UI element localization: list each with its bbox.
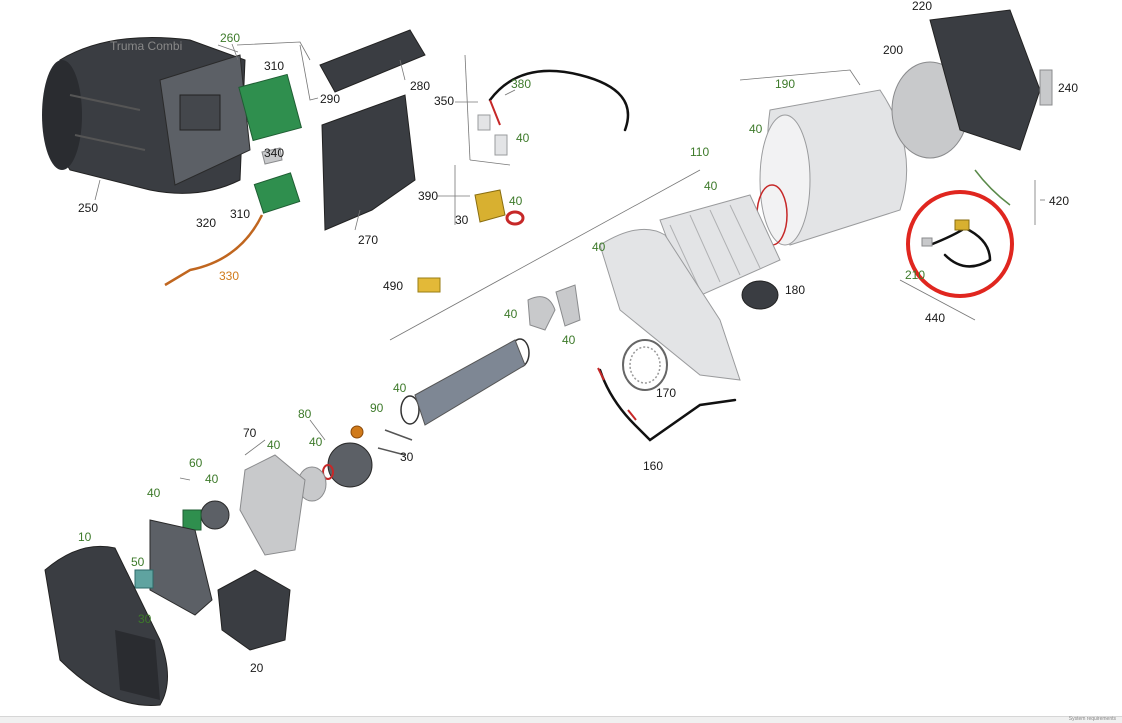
status-bar: System requirements xyxy=(0,716,1122,723)
part-180-motor xyxy=(741,280,779,310)
part-160-cable-harness xyxy=(598,368,737,442)
label-250: 250 xyxy=(78,201,98,215)
part-110-heat-exchanger xyxy=(599,194,781,381)
part-390-valve xyxy=(474,189,506,223)
label-40-110: 40 xyxy=(704,179,718,193)
label-40-nozzle: 40 xyxy=(504,307,518,321)
part-260-panel-frame xyxy=(159,54,251,186)
label-40-190: 40 xyxy=(749,122,763,136)
part-240-bracket xyxy=(1039,69,1053,106)
part-80-motor xyxy=(327,442,373,488)
label-440: 440 xyxy=(925,311,945,325)
part-40-bracket-mid xyxy=(555,284,581,327)
part-340-clip xyxy=(261,147,283,165)
label-380: 380 xyxy=(511,77,531,91)
label-30-90: 30 xyxy=(400,450,414,464)
label-180: 180 xyxy=(785,283,805,297)
label-40-mid1: 40 xyxy=(592,240,606,254)
label-190: 190 xyxy=(775,77,795,91)
part-40-nozzle xyxy=(527,296,556,331)
part-labels: 260 310 290 340 320 310 330 250 280 270 … xyxy=(78,0,1078,675)
label-40-60: 40 xyxy=(205,472,219,486)
label-40-70: 40 xyxy=(267,438,281,452)
label-350: 350 xyxy=(434,94,454,108)
label-340: 340 xyxy=(264,146,284,160)
label-160: 160 xyxy=(643,459,663,473)
label-30-50: 30 xyxy=(138,612,152,626)
status-text: System requirements xyxy=(1068,716,1116,722)
logo-text: Truma Combi xyxy=(110,39,182,53)
label-30-390: 30 xyxy=(455,213,469,227)
label-40-bracket: 40 xyxy=(562,333,576,347)
label-320: 320 xyxy=(196,216,216,230)
label-290: 290 xyxy=(320,92,340,106)
label-280: 280 xyxy=(410,79,430,93)
label-490: 490 xyxy=(383,279,403,293)
label-390: 390 xyxy=(418,189,438,203)
part-60-pcb xyxy=(182,509,202,531)
part-440-sensor-cable xyxy=(921,219,992,268)
highlight-circle xyxy=(906,190,1014,298)
part-330-cable xyxy=(164,214,264,287)
part-40-seal-80 xyxy=(322,464,334,480)
label-210: 210 xyxy=(905,268,925,282)
label-270: 270 xyxy=(358,233,378,247)
part-170-fan-wheel xyxy=(622,339,668,391)
part-70-cover-plate xyxy=(239,454,306,556)
part-90-screws xyxy=(377,429,413,456)
label-20: 20 xyxy=(250,661,264,675)
part-420-wire xyxy=(974,169,1011,206)
label-170: 170 xyxy=(656,386,676,400)
part-350-wiring xyxy=(477,69,630,156)
label-80: 80 xyxy=(298,407,312,421)
label-40-350: 40 xyxy=(516,131,530,145)
label-40-390: 40 xyxy=(509,194,523,208)
part-50-sensor xyxy=(134,569,154,589)
part-220-housing xyxy=(929,9,1041,151)
leader-lines xyxy=(94,41,1045,481)
label-260: 260 xyxy=(220,31,240,45)
label-310a: 310 xyxy=(264,59,284,73)
part-40-seal-tube-end xyxy=(400,395,420,425)
label-70: 70 xyxy=(243,426,257,440)
part-20-cover xyxy=(217,569,291,651)
label-220: 220 xyxy=(912,0,932,13)
label-240: 240 xyxy=(1058,81,1078,95)
label-40-frame: 40 xyxy=(147,486,161,500)
part-60-blower xyxy=(200,500,230,530)
label-40-tube: 40 xyxy=(393,381,407,395)
part-270-panel xyxy=(321,94,416,231)
part-320-pcb xyxy=(253,172,301,214)
label-310b: 310 xyxy=(230,207,250,221)
label-420: 420 xyxy=(1049,194,1069,208)
label-200: 200 xyxy=(883,43,903,57)
part-exhaust-tube xyxy=(414,339,526,426)
part-40-seal-390 xyxy=(505,210,525,226)
part-290-pcb xyxy=(238,73,303,142)
part-490-label xyxy=(417,277,441,293)
label-10: 10 xyxy=(78,530,92,544)
label-330: 330 xyxy=(219,269,239,283)
label-40-80: 40 xyxy=(309,435,323,449)
part-190-housing xyxy=(759,89,908,246)
part-40-housing-frame xyxy=(149,519,213,616)
label-50: 50 xyxy=(131,555,145,569)
label-60: 60 xyxy=(189,456,203,470)
part-280-cover xyxy=(319,29,426,93)
label-110: 110 xyxy=(690,145,709,159)
label-90: 90 xyxy=(370,401,384,415)
